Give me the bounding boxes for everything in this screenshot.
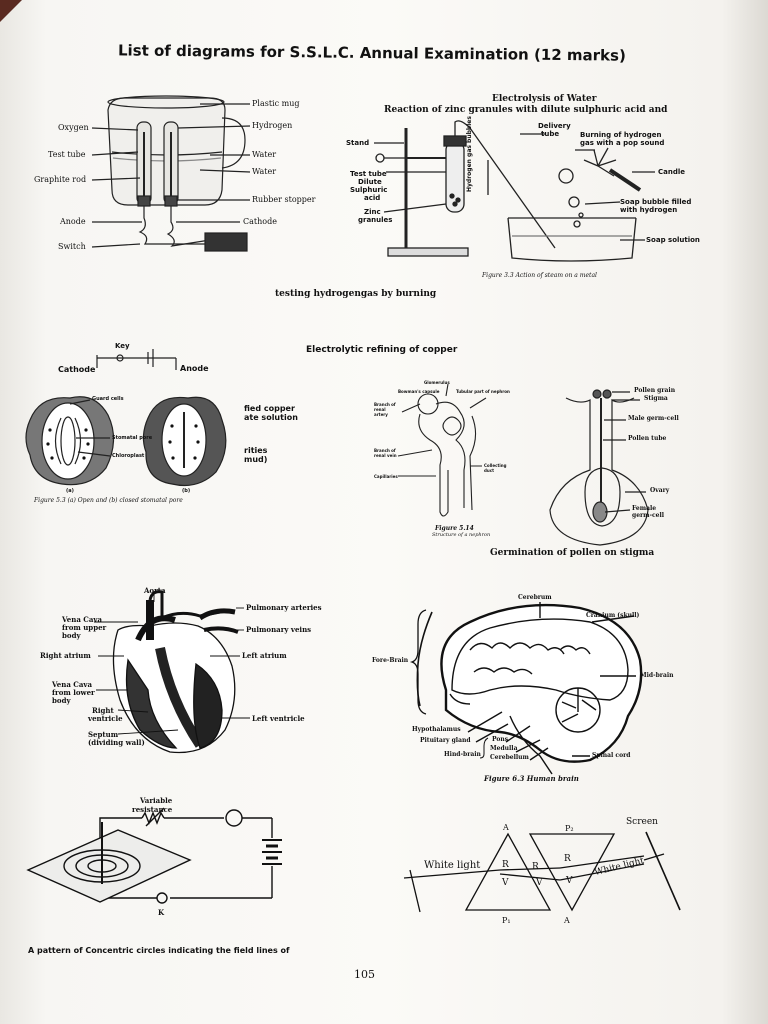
label-screen: Screen <box>626 817 658 827</box>
label-apex-a-bottom: A <box>564 916 570 925</box>
label-p1: P₁ <box>502 916 511 925</box>
label-r-2: R <box>532 862 539 872</box>
label-v-1: V <box>502 878 509 888</box>
label-r-1: R <box>502 860 509 870</box>
label-p2: P₂ <box>565 824 574 833</box>
page-number: 105 <box>354 968 375 981</box>
label-v-2: V <box>536 878 543 888</box>
label-apex-a-top: A <box>503 823 509 832</box>
label-r-3: R <box>564 854 571 864</box>
label-v-3: V <box>566 876 573 886</box>
label-white-light-in: White light <box>424 860 480 871</box>
